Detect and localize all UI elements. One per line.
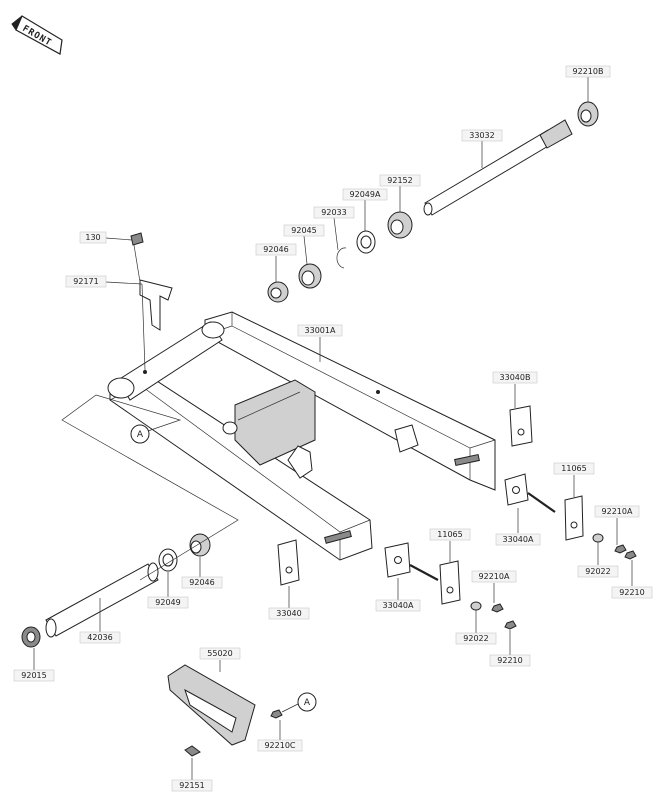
label-11065-right[interactable]: 11065 [553,462,595,475]
svg-text:33040B: 33040B [500,373,531,382]
bolt-130 [130,232,144,246]
plate-33040 [277,539,300,586]
label-92033[interactable]: 92033 [313,206,355,219]
svg-text:92022: 92022 [585,567,610,576]
washer-92022-right [592,533,604,543]
svg-text:11065: 11065 [437,530,462,539]
label-92151[interactable]: 92151 [171,779,213,792]
svg-text:33032: 33032 [469,131,494,140]
label-92022-right[interactable]: 92022 [577,565,619,578]
svg-text:92210: 92210 [619,588,644,597]
svg-text:92046: 92046 [263,245,288,254]
label-55020[interactable]: 55020 [199,647,241,660]
bolt-92151 [184,745,201,757]
nut-92210-right [624,550,637,560]
plate-11065-mid [439,560,461,605]
label-33001A[interactable]: 33001A [297,324,343,337]
svg-text:92171: 92171 [73,277,98,286]
label-92046-top[interactable]: 92046 [255,243,297,256]
svg-text:92210A: 92210A [602,507,633,516]
svg-text:92049: 92049 [155,598,180,607]
label-33040B[interactable]: 33040B [492,371,538,384]
label-92022-mid[interactable]: 92022 [455,632,497,645]
callout-a-left: A [130,424,150,444]
label-33032[interactable]: 33032 [461,129,503,142]
label-92171[interactable]: 92171 [65,275,107,288]
svg-text:92210A: 92210A [479,572,510,581]
seal-92049A [356,230,376,254]
label-92046-bottom[interactable]: 92046 [181,576,223,589]
svg-text:92151: 92151 [179,781,204,790]
nut-92210-mid [504,620,517,630]
label-33040A-mid[interactable]: 33040A [375,599,421,612]
svg-text:33001A: 33001A [305,326,336,335]
svg-text:A: A [304,698,311,708]
svg-text:33040A: 33040A [383,601,414,610]
label-92210A-mid[interactable]: 92210A [471,570,517,583]
bushing-92046-bottom [189,533,211,557]
label-11065-mid[interactable]: 11065 [429,528,471,541]
svg-text:11065: 11065 [561,464,586,473]
label-92210C[interactable]: 92210C [257,739,303,752]
circlip-92033 [336,247,347,269]
washer-92022-mid [470,601,482,611]
svg-text:92210: 92210 [497,656,522,665]
label-92049[interactable]: 92049 [147,596,189,609]
svg-text:92022: 92022 [463,634,488,643]
nut-92210A-right [614,544,627,554]
label-92152[interactable]: 92152 [379,174,421,187]
callout-a-bottom: A [297,692,317,712]
label-92210-right[interactable]: 92210 [611,586,653,599]
label-42036[interactable]: 42036 [79,631,121,644]
label-92015[interactable]: 92015 [13,669,55,682]
svg-text:92210C: 92210C [264,741,295,750]
label-92045[interactable]: 92045 [283,224,325,237]
label-92210B[interactable]: 92210B [565,65,611,78]
adjuster-33040A-right [504,473,556,513]
svg-text:92045: 92045 [291,226,316,235]
svg-text:55020: 55020 [207,649,232,658]
svg-text:92210B: 92210B [573,67,604,76]
label-92210-mid[interactable]: 92210 [489,654,531,667]
collar-92152 [387,211,413,239]
axle-33032 [423,119,573,216]
svg-text:92152: 92152 [387,176,412,185]
label-130[interactable]: 130 [79,231,107,244]
nut-92210C [270,709,283,719]
svg-text:92046: 92046 [189,578,214,587]
plate-11065-right [564,495,584,541]
pivot-shaft-42036 [45,562,159,638]
clamp-92171 [139,279,173,331]
label-92049A[interactable]: 92049A [342,188,388,201]
nut-92210A-mid [491,603,504,613]
svg-text:130: 130 [85,233,100,242]
svg-text:33040A: 33040A [503,535,534,544]
svg-text:A: A [137,430,144,440]
label-33040A-right[interactable]: 33040A [495,533,541,546]
nut-92015 [21,626,41,648]
bearing-92045 [298,263,322,289]
front-direction-marker: FRONT [11,15,63,55]
svg-text:42036: 42036 [87,633,112,642]
svg-text:92033: 92033 [321,208,346,217]
chain-guide-55020 [167,664,256,746]
seal-92049 [158,548,178,572]
label-33040[interactable]: 33040 [268,607,310,620]
svg-text:92049A: 92049A [350,190,381,199]
bushing-92046-top [267,281,289,303]
part-labels: 92210B 33032 92152 92049A 92033 92045 92… [13,65,653,792]
svg-text:33040: 33040 [276,609,301,618]
adjuster-33040A-mid [384,542,439,581]
swingarm-frame [107,311,496,561]
plate-33040B [509,405,533,447]
label-92210A-right[interactable]: 92210A [594,505,640,518]
svg-text:92015: 92015 [21,671,46,680]
nut-92210B [577,101,599,127]
leader-lines [33,76,633,780]
